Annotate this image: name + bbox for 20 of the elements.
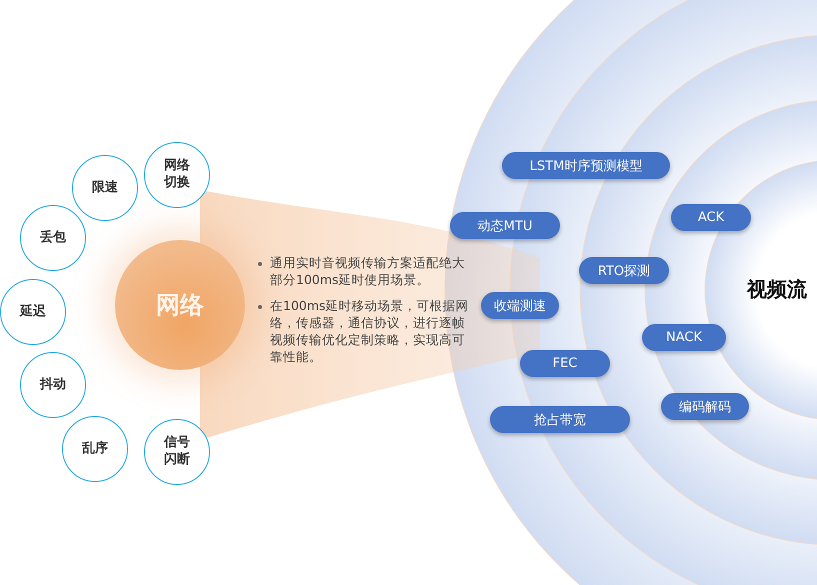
factor-circle: 信号闪断 — [144, 419, 210, 485]
factor-circle: 丢包 — [20, 205, 86, 271]
core-label: 视频流 — [742, 275, 812, 303]
factor-circle: 限速 — [72, 155, 138, 221]
technique-pill: FEC — [520, 350, 610, 377]
bullet-text: 在100ms延时移动场景，可根据网络，传感器，通信协议，进行逐帧视频传输优化定制策略，实现高可靠性能。 — [270, 298, 470, 366]
technique-pill: 收端测速 — [481, 292, 559, 319]
factor-circle: 抖动 — [20, 352, 86, 418]
technique-pill: RTO探测 — [579, 257, 669, 284]
factor-circle: 网络切换 — [144, 142, 210, 208]
technique-pill: 抢占带宽 — [490, 406, 630, 433]
technique-pill: 动态MTU — [450, 212, 560, 239]
technique-pill: ACK — [671, 204, 751, 231]
bullet-text: 通用实时音视频传输方案适配绝大部分100ms延时使用场景。 — [270, 255, 466, 289]
technique-pill: LSTM时序预测模型 — [502, 152, 670, 179]
factor-circle: 延迟 — [0, 279, 66, 345]
technique-pill: NACK — [642, 324, 726, 351]
technique-pill: 编码解码 — [661, 393, 749, 420]
main-circle: 网络 — [115, 240, 245, 370]
factor-circle: 乱序 — [62, 416, 128, 482]
